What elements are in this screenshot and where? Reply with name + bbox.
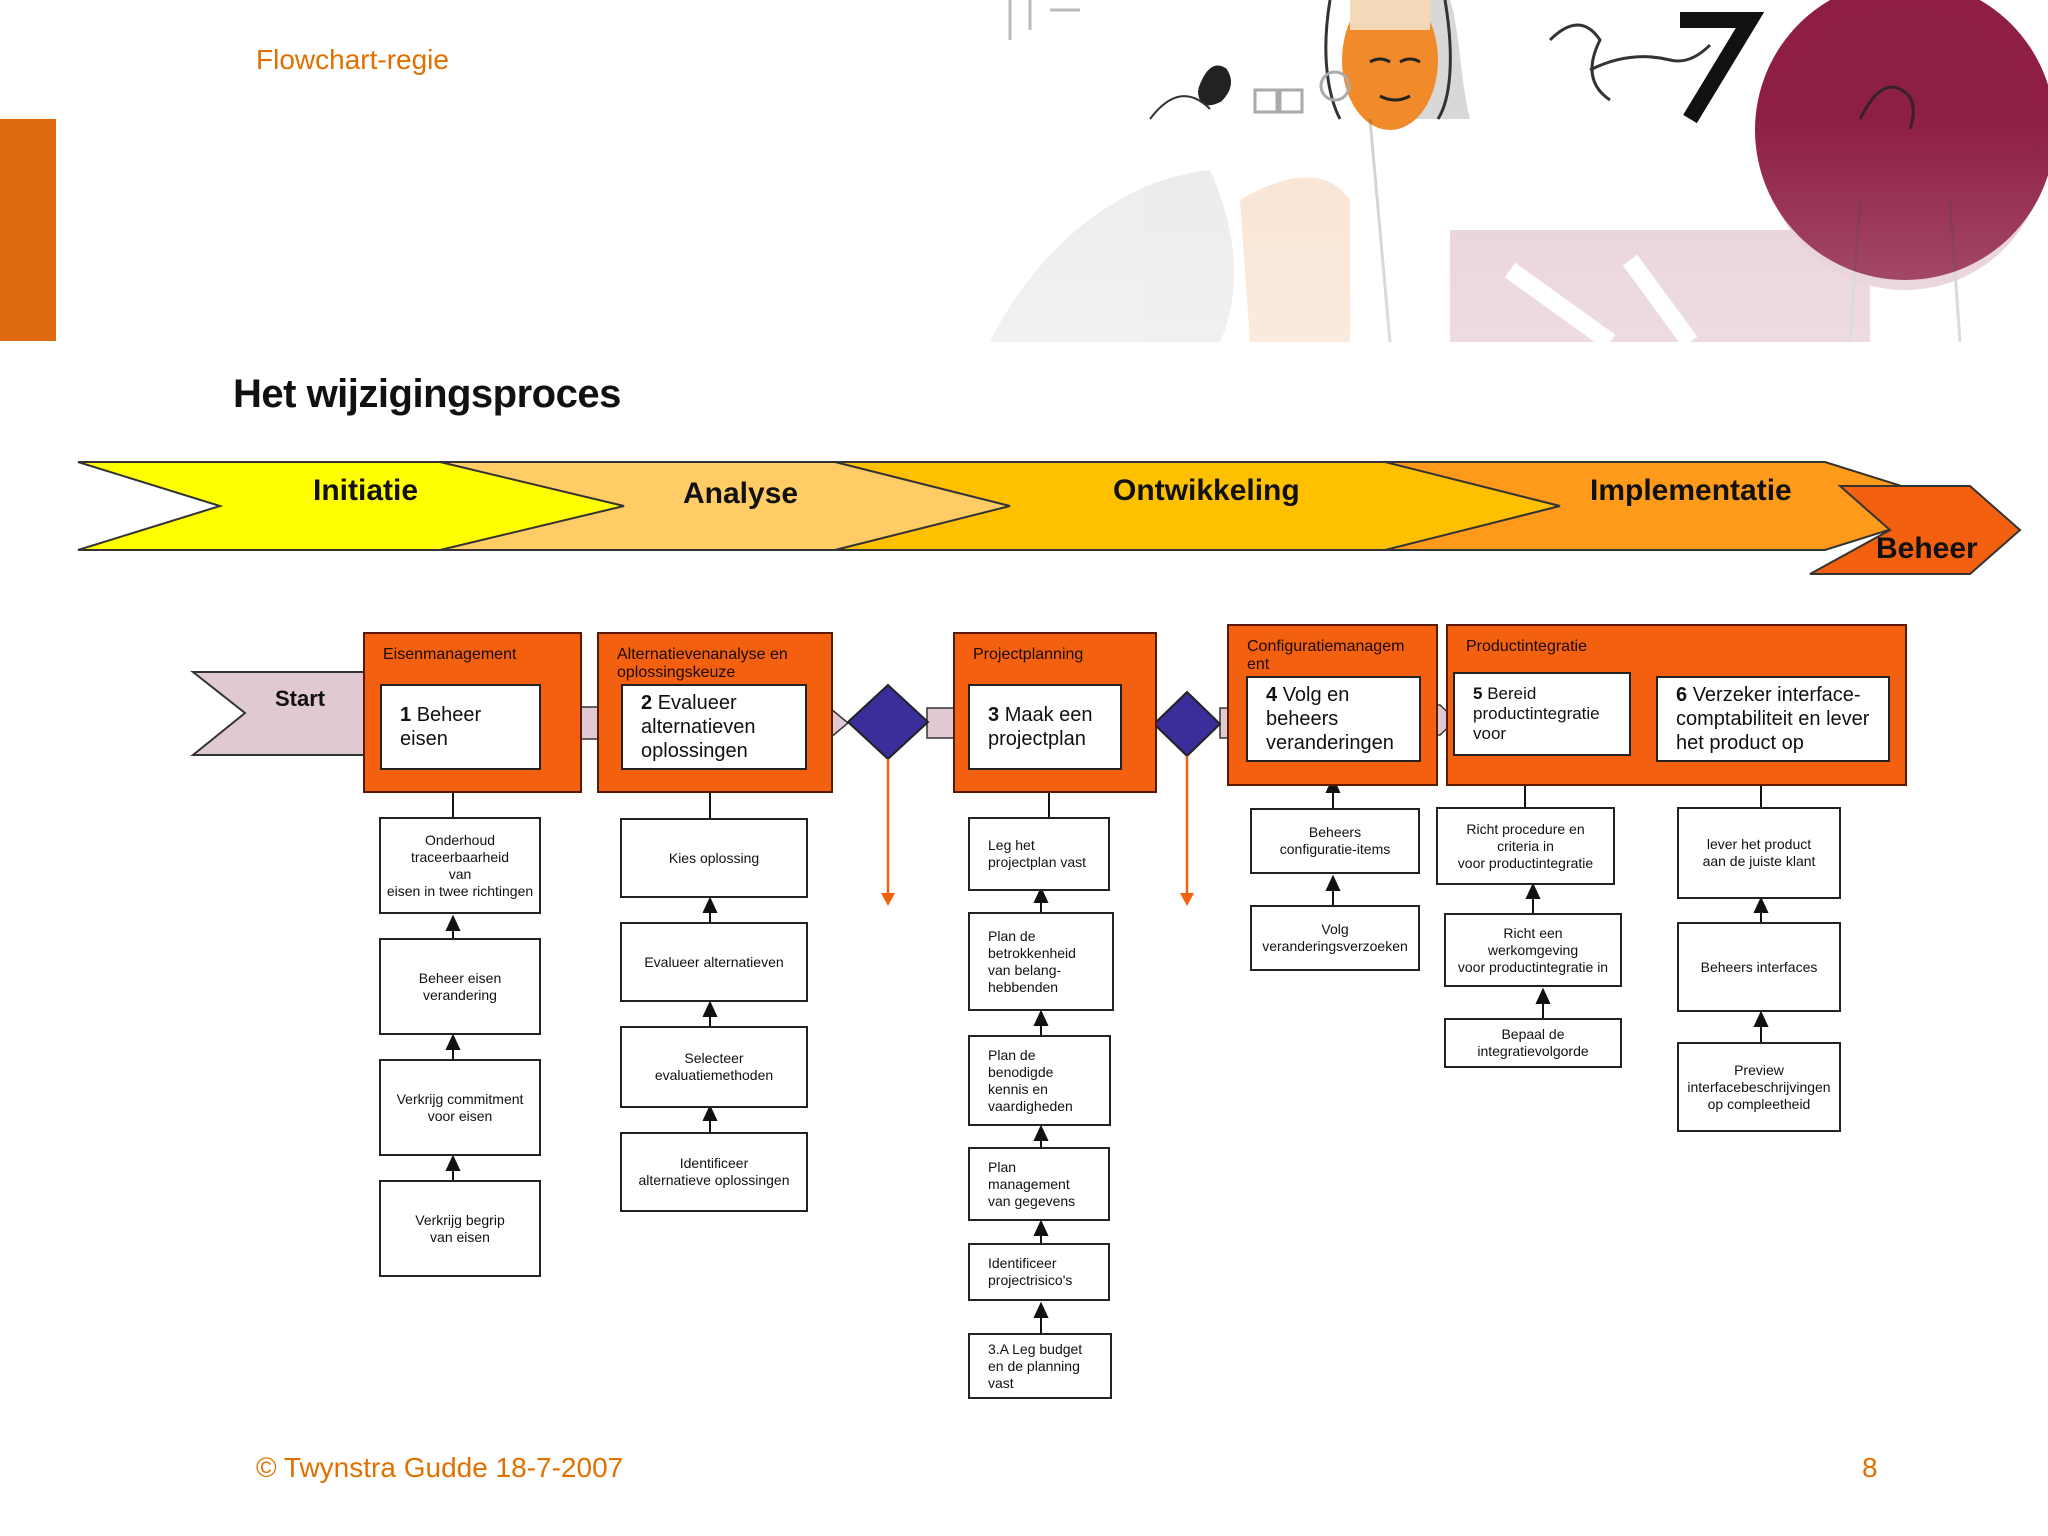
substep-col3-6-text: 3.A Leg budget en de planning vast [988,1340,1083,1391]
step-6-number: 6 [1676,684,1688,706]
group-title-alternatieven: Alternatievenanalyse en oplossingskeuze [617,646,788,681]
substep-col3-4[interactable]: Plan management van gegevens [968,1147,1110,1221]
substep-col3-2[interactable]: Plan de betrokkenheid van belang- hebben… [968,912,1114,1011]
substep-col6-3[interactable]: Preview interfacebeschrijvingen op compl… [1677,1042,1841,1132]
group-title-planning: Projectplanning [973,646,1084,663]
substep-col5-2[interactable]: Richt een werkomgeving voor productinteg… [1444,913,1622,987]
step-3-text: Maak een projectplan [988,704,1093,750]
substep-col4-1-text: Beheers configuratie-items [1279,824,1391,857]
step-4-box[interactable]: 4 Volg en beheers veranderingen [1246,676,1421,762]
substep-col2-2-text: Evalueer alternatieven [644,953,784,970]
substep-col3-2-text: Plan de betrokkenheid van belang- hebben… [988,927,1076,995]
step-6-box[interactable]: 6 Verzeker interface- comptabiliteit en … [1656,676,1890,762]
substep-col3-5-text: Identificeer projectrisico's [988,1255,1073,1288]
substep-col1-3-text: Verkrijg commitment voor eisen [396,1090,524,1124]
substep-col5-1[interactable]: Richt procedure en criteria in voor prod… [1436,807,1615,885]
substep-col2-4[interactable]: Identificeer alternatieve oplossingen [620,1132,808,1212]
start-label: Start [275,686,326,711]
phase-arrow-implementatie [1384,461,1969,551]
phase-label-ontwikkeling: Ontwikkeling [1113,474,1300,507]
group-title-integratie: Productintegratie [1466,638,1587,655]
decision-diamond-1 [846,683,930,761]
substep-col3-1[interactable]: Leg het projectplan vast [968,817,1110,891]
step-3-number: 3 [988,704,1000,726]
step-1-text: Beheer eisen [400,704,482,750]
substep-col1-1[interactable]: Onderhoud traceerbaarheid van eisen in t… [379,817,541,914]
footer-page-number: 8 [1862,1452,1878,1483]
substep-col2-4-text: Identificeer alternatieve oplossingen [638,1155,790,1188]
substep-col5-3-text: Bepaal de integratievolgorde [1477,1026,1589,1059]
substep-col3-4-text: Plan management van gegevens [988,1158,1076,1209]
step-4-number: 4 [1266,684,1278,706]
step-3-box[interactable]: 3 Maak een projectplan [968,684,1122,770]
substep-col5-1-text: Richt procedure en criteria in voor prod… [1457,820,1594,871]
step-2-text: Evalueer alternatieven oplossingen [641,692,756,762]
phase-arrow-beheer [1809,485,2022,575]
header-illustration [990,0,2048,342]
substep-col6-1-text: lever het product aan de juiste klant [1702,836,1816,869]
substep-col1-1-text: Onderhoud traceerbaarheid van eisen in t… [386,831,534,899]
substep-col2-2[interactable]: Evalueer alternatieven [620,922,808,1002]
substep-col3-5[interactable]: Identificeer projectrisico's [968,1243,1110,1301]
substep-col1-2-text: Beheer eisen verandering [418,969,502,1003]
substep-col3-1-text: Leg het projectplan vast [988,837,1087,870]
slide-title: Het wijzigingsproces [233,372,621,416]
step-5-number: 5 [1473,684,1483,703]
substep-col5-3[interactable]: Bepaal de integratievolgorde [1444,1018,1622,1068]
phase-label-initiatie: Initiatie [313,474,419,507]
substep-col2-1-text: Kies oplossing [668,849,760,866]
substep-col4-1[interactable]: Beheers configuratie-items [1250,808,1420,874]
substep-col5-2-text: Richt een werkomgeving voor productinteg… [1457,924,1609,975]
footer-copyright: © Twynstra Gudde 18-7-2007 [256,1452,624,1483]
step-1-box[interactable]: 1 Beheer eisen [380,684,541,770]
substep-col3-6[interactable]: 3.A Leg budget en de planning vast [968,1333,1112,1399]
substep-col6-1[interactable]: lever het product aan de juiste klant [1677,807,1841,899]
substep-col1-4-text: Verkrijg begrip van eisen [415,1211,505,1245]
group-title-eisen: Eisenmanagement [383,646,517,663]
step-1-number: 1 [400,704,412,726]
substep-col2-1[interactable]: Kies oplossing [620,818,808,898]
phase-label-analyse: Analyse [683,477,799,510]
substep-col6-2-text: Beheers interfaces [1700,958,1818,975]
start-shape [190,671,366,756]
step-2-box[interactable]: 2 Evalueer alternatieven oplossingen [621,684,807,770]
substep-col1-2[interactable]: Beheer eisen verandering [379,938,541,1035]
substep-col1-4[interactable]: Verkrijg begrip van eisen [379,1180,541,1277]
step-4-text: Volg en beheers veranderingen [1266,684,1394,754]
phase-band [77,461,2022,575]
substep-col3-3-text: Plan de benodigde kennis en vaardigheden [988,1046,1073,1114]
substep-col6-3-text: Preview interfacebeschrijvingen op compl… [1687,1061,1831,1112]
group-title-configuratie: Configuratiemanagem ent [1247,638,1405,673]
substep-col4-2[interactable]: Volg veranderingsverzoeken [1250,905,1420,971]
decision-diamond-2 [1152,690,1222,758]
phase-label-beheer: Beheer [1876,532,1978,565]
phase-label-implementatie: Implementatie [1590,474,1792,507]
substep-col1-3[interactable]: Verkrijg commitment voor eisen [379,1059,541,1156]
accent-bar [0,119,56,341]
step-5-box[interactable]: 5 Bereid productintegratie voor [1453,672,1631,756]
substep-col4-2-text: Volg veranderingsverzoeken [1262,921,1408,954]
substep-col2-3-text: Selecteer evaluatiemethoden [654,1050,774,1083]
step-2-number: 2 [641,692,653,714]
step-6-text: Verzeker interface- comptabiliteit en le… [1676,684,1870,754]
substep-col2-3[interactable]: Selecteer evaluatiemethoden [620,1026,808,1108]
substep-col6-2[interactable]: Beheers interfaces [1677,922,1841,1012]
header-title: Flowchart-regie [256,44,449,75]
substep-col3-3[interactable]: Plan de benodigde kennis en vaardigheden [968,1035,1111,1126]
step-5-text: Bereid productintegratie voor [1473,684,1600,743]
